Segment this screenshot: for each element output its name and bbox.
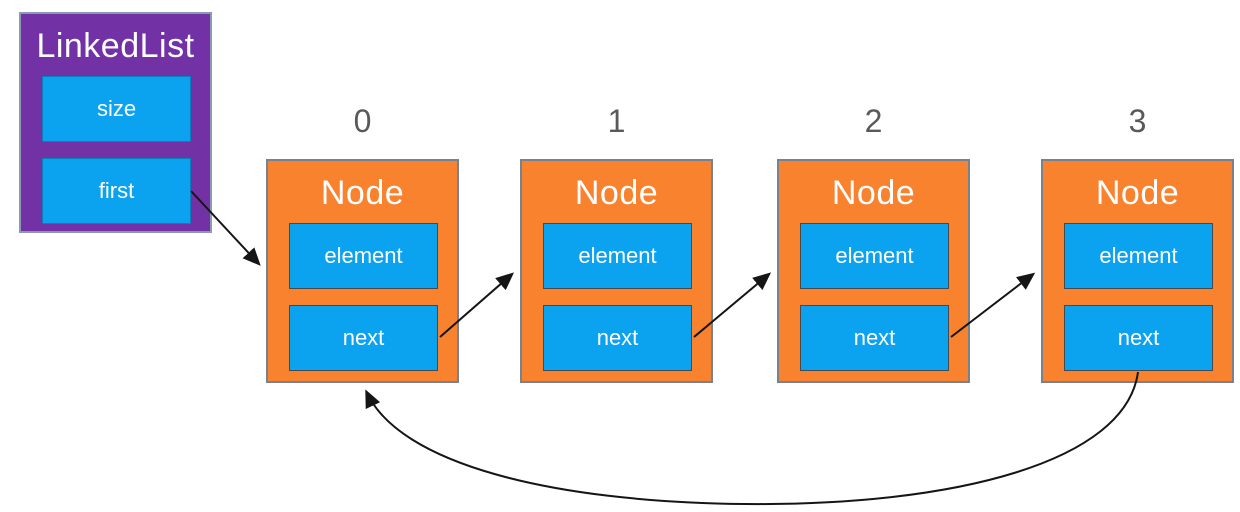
linkedlist-title: LinkedList: [36, 27, 195, 65]
node-index-label-2: 2: [864, 103, 883, 139]
node-box-3: Node element next: [1041, 159, 1234, 383]
arrow-node3-to-node0-curved: [365, 371, 1139, 506]
node-box-2: Node element next: [777, 159, 970, 383]
node-box-1: Node element next: [520, 159, 713, 383]
node-box-0: Node element next: [266, 159, 459, 383]
node-3-field-element: element: [1064, 223, 1213, 289]
node-0-field-element: element: [289, 223, 438, 289]
node-1-field-element: element: [543, 223, 692, 289]
linkedlist-field-first: first: [42, 158, 191, 224]
node-title-3: Node: [1095, 174, 1180, 212]
node-index-label-1: 1: [607, 103, 626, 139]
linkedlist-field-size: size: [42, 76, 191, 142]
node-0-field-next: next: [289, 305, 438, 371]
node-3-field-next: next: [1064, 305, 1213, 371]
node-title-1: Node: [574, 174, 659, 212]
node-index-label-0: 0: [353, 103, 372, 139]
node-2-field-next: next: [800, 305, 949, 371]
node-title-2: Node: [831, 174, 916, 212]
node-title-0: Node: [320, 174, 405, 212]
node-2-field-element: element: [800, 223, 949, 289]
linkedlist-box: LinkedList size first: [19, 12, 212, 233]
node-index-label-3: 3: [1128, 103, 1147, 139]
node-1-field-next: next: [543, 305, 692, 371]
